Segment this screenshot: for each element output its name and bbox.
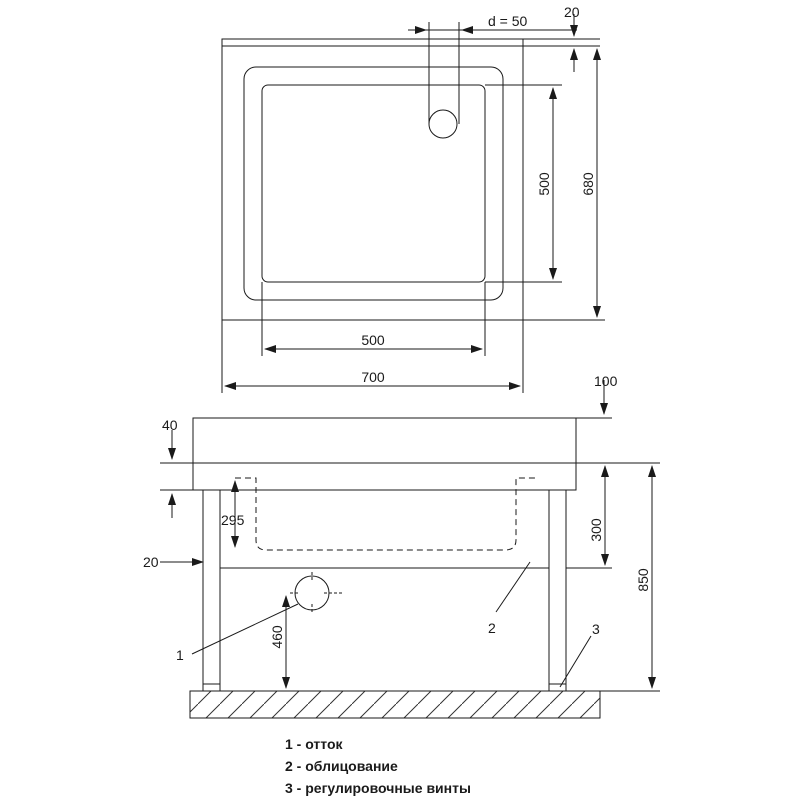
- side-view: [160, 380, 660, 719]
- inner-width-label: 500: [361, 332, 385, 348]
- outer-height-label: 680: [580, 172, 596, 196]
- offset-20-top-label: 20: [564, 4, 580, 20]
- panel-height-label: 300: [588, 518, 604, 542]
- legend-item-adjusting-screws: 3 - регулировочные винты: [285, 780, 471, 796]
- top-view: [221, 14, 605, 393]
- height-100-label: 100: [594, 373, 618, 389]
- callout-3-label: 3: [592, 621, 600, 637]
- rim-40-label: 40: [162, 417, 178, 433]
- leg-right: [548, 489, 567, 685]
- tray-rim-outline: [243, 66, 504, 301]
- legend-item-drain: 1 - отток: [285, 736, 343, 752]
- tray-outer-outline: [221, 38, 524, 321]
- side-offset-label: 20: [143, 554, 159, 570]
- floor: [189, 690, 601, 719]
- tray-basin-outline: [261, 84, 486, 283]
- total-height-label: 850: [635, 568, 651, 592]
- callout-2-label: 2: [488, 620, 496, 636]
- leg-left: [202, 489, 221, 685]
- legend-item-cladding: 2 - облицование: [285, 758, 398, 774]
- outer-width-label: 700: [361, 369, 385, 385]
- basin-hidden-outline: [235, 477, 536, 551]
- basin-depth-label: 295: [221, 512, 245, 528]
- legend: 1 - отток 2 - облицование 3 - регулирово…: [285, 733, 471, 799]
- callout-1-label: 1: [176, 647, 184, 663]
- drain-diameter-label: d = 50: [488, 13, 528, 29]
- drain-circle: [428, 109, 458, 139]
- inner-height-label: 500: [536, 172, 552, 196]
- tray-body: [192, 417, 577, 491]
- callout-3-leader: [559, 635, 592, 688]
- callout-2-leader: [495, 561, 531, 613]
- foot-left: [202, 683, 221, 692]
- foot-right: [548, 683, 567, 692]
- callout-1-leader: [191, 603, 299, 655]
- drain-height-label: 460: [269, 625, 285, 649]
